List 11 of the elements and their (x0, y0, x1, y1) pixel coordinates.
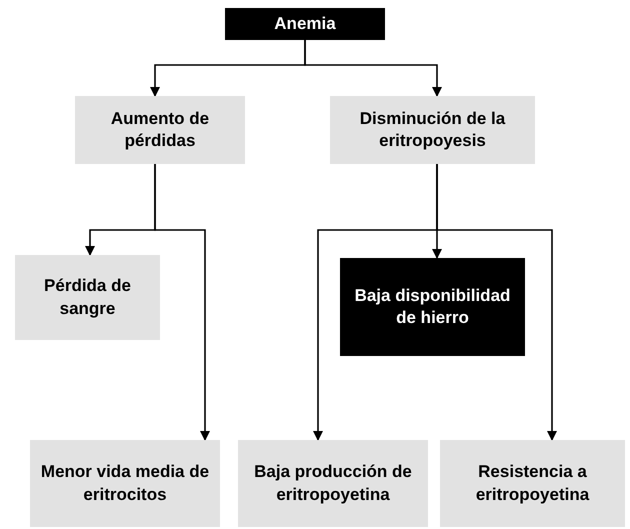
shaded-box: Disminución de la eritropoyesis (330, 96, 535, 164)
shaded-box: Menor vida media de eritrocitos (30, 440, 220, 527)
dark-box: Anemia (225, 8, 385, 40)
shaded-box: Baja producción de eritropoyetina (238, 440, 428, 527)
arrow (304, 40, 442, 97)
arrow (154, 164, 210, 441)
dark-box: Baja disponibilidad de hierro (340, 258, 525, 356)
shaded-box: Aumento de pérdidas (75, 96, 245, 164)
arrow (436, 164, 557, 441)
shaded-box: Pérdida de sangre (15, 255, 160, 340)
shaded-box: Resistencia a eritropoyetina (440, 440, 625, 527)
